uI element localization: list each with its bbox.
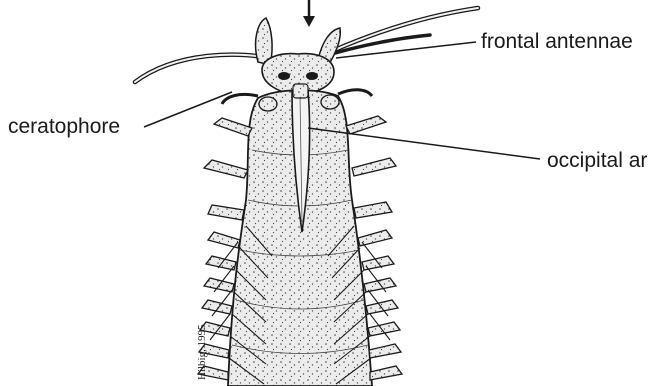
label-ceratophore: ceratophore bbox=[8, 116, 120, 137]
label-frontal-antennae: frontal antennae bbox=[481, 31, 633, 52]
leader-frontal-antennae bbox=[336, 42, 476, 58]
pointer-arrow bbox=[303, 0, 315, 27]
head bbox=[256, 18, 341, 94]
illustrator-credit: Hilbig, 1995 bbox=[196, 324, 208, 380]
label-occipital: occipital ar bbox=[547, 150, 647, 171]
